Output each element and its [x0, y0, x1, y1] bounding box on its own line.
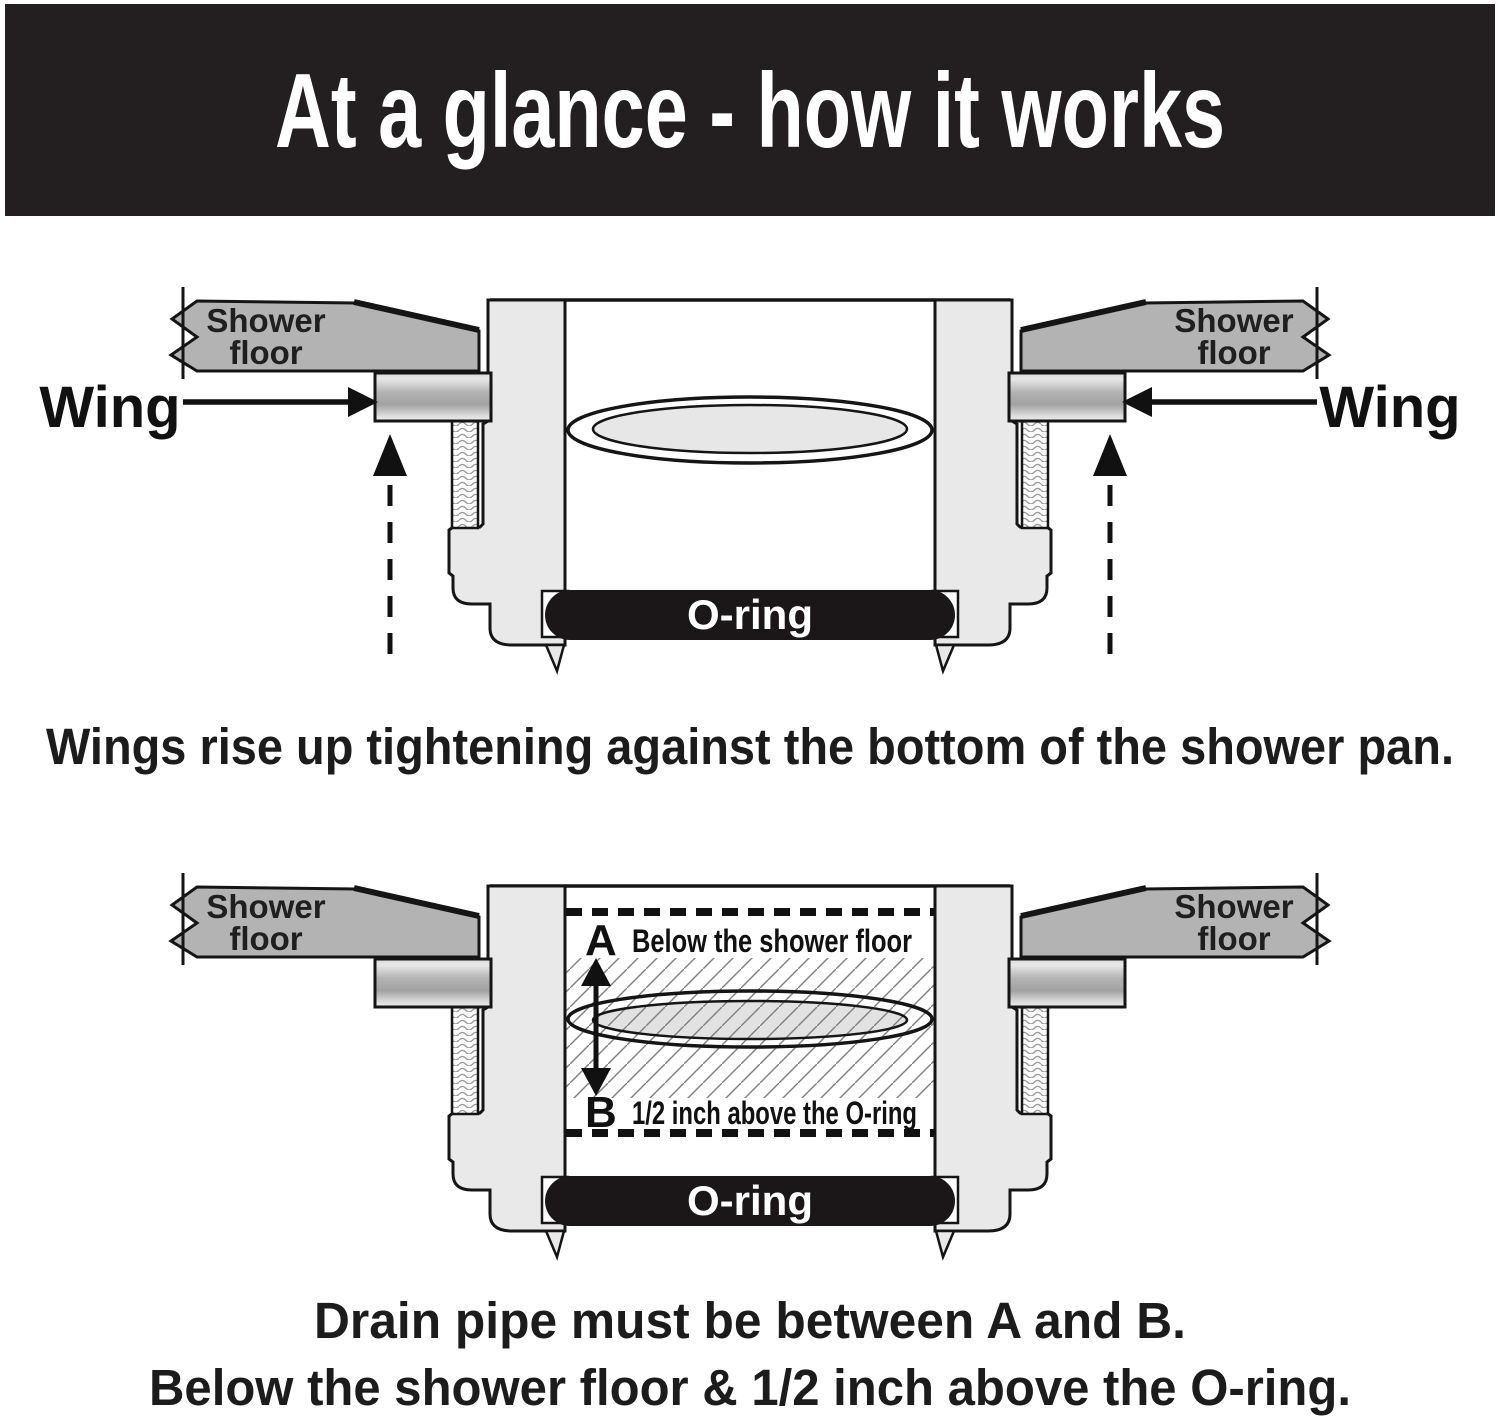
wing-arrow-right-icon [1122, 387, 1317, 417]
shower-floor-label-right-4: floor [1197, 920, 1270, 957]
zone-text-a: Below the shower floor [632, 923, 912, 959]
zone-text-b: 1/2 inch above the O-ring [632, 1095, 917, 1131]
header-banner: At a glance - how it works [5, 4, 1495, 216]
shower-floor-label-left-2: floor [229, 334, 302, 371]
banner-background [5, 4, 1495, 216]
shower-floor-label-left-1: Shower [206, 302, 325, 339]
drain-pipe-opening-2 [591, 999, 909, 1041]
shower-floor-label-left-4: floor [229, 920, 302, 957]
shower-floor-label-right-2: floor [1197, 334, 1270, 371]
shower-floor-label-right-1: Shower [1174, 302, 1293, 339]
wing-label-right: Wing [1319, 375, 1460, 440]
rise-arrow-right-icon [1093, 434, 1127, 654]
diagram-bottom: A Below the shower floor B 1/2 inch abov… [149, 873, 1351, 1416]
oring-band [545, 590, 955, 640]
drain-pipe-rim-2 [566, 989, 934, 1049]
zone-label-b: B [585, 1088, 617, 1137]
caption-top-diagram: Wings rise up tightening against the bot… [46, 718, 1454, 775]
wing-label-left: Wing [39, 375, 180, 440]
oring-band-2 [545, 1176, 955, 1226]
diagram-top: Shower floor Shower floor Wing Wing O-ri… [39, 287, 1461, 775]
caption-bottom-line2: Below the shower floor & 1/2 inch above … [149, 1359, 1351, 1416]
oring-label-2: O-ring [687, 1177, 813, 1224]
page-title: At a glance - how it works [275, 52, 1225, 170]
drain-pipe-opening [591, 403, 909, 455]
shower-floor-label-right-3: Shower [1174, 888, 1293, 925]
wing-arrow-left-icon [183, 387, 378, 417]
zone-hatch [566, 958, 934, 1098]
caption-bottom-line1: Drain pipe must be between A and B. [314, 1292, 1186, 1349]
rise-arrow-left-icon [373, 434, 407, 654]
shower-floor-label-left-3: Shower [206, 888, 325, 925]
range-arrow-icon [581, 958, 611, 1096]
oring-label: O-ring [687, 591, 813, 638]
zone-label-a: A [585, 916, 617, 965]
